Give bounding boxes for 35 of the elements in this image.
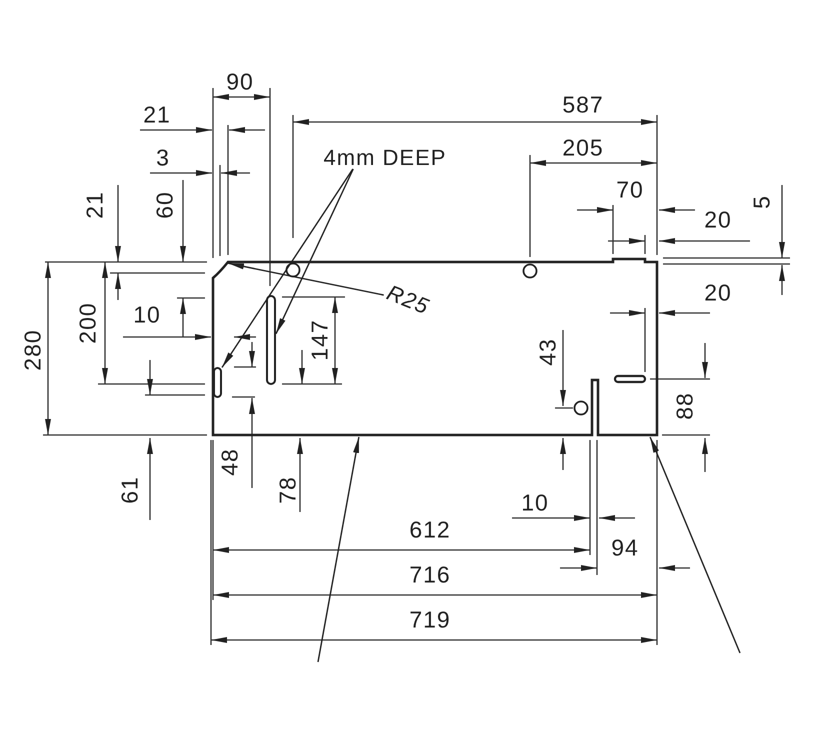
dimension-value: 20	[704, 282, 732, 304]
dimension-value: 90	[226, 70, 254, 94]
slot	[213, 367, 222, 398]
dimension-value: 716	[409, 564, 451, 586]
dimension-value: 21	[84, 191, 106, 219]
leader-line	[221, 168, 354, 368]
dimension-value: 5	[750, 195, 774, 209]
dimension-value: 43	[536, 338, 560, 366]
dimension-value: 48	[218, 448, 242, 476]
dimension-value: 280	[22, 329, 44, 371]
plate-outline	[211, 256, 659, 437]
leader-line	[275, 168, 354, 334]
dimension-value: 147	[308, 319, 332, 361]
dimension-value: 20	[704, 208, 732, 232]
leader-line	[649, 436, 741, 654]
dimension-value: 61	[118, 476, 142, 504]
dimension-value: 78	[276, 476, 300, 504]
note-text: 4mm DEEP	[324, 147, 446, 169]
radius-label: R25	[384, 282, 432, 318]
dimension-value: 587	[562, 94, 604, 116]
dimension-value: 10	[521, 492, 549, 514]
leader-line	[228, 262, 384, 296]
dimension-value: 94	[611, 536, 639, 560]
leader-line	[317, 436, 360, 662]
dimension-value: 200	[76, 302, 100, 344]
dimension-value: 612	[409, 518, 451, 542]
dimension-value: 70	[616, 178, 644, 202]
dimension-value: 21	[143, 104, 171, 126]
dimension-value: 719	[409, 608, 451, 632]
dimension-value: 10	[133, 304, 161, 326]
dimension-value: 3	[156, 146, 170, 170]
dimension-value: 88	[674, 392, 696, 420]
dimension-value: 205	[562, 136, 604, 160]
slot	[266, 295, 276, 385]
dimension-value: 60	[154, 191, 176, 219]
